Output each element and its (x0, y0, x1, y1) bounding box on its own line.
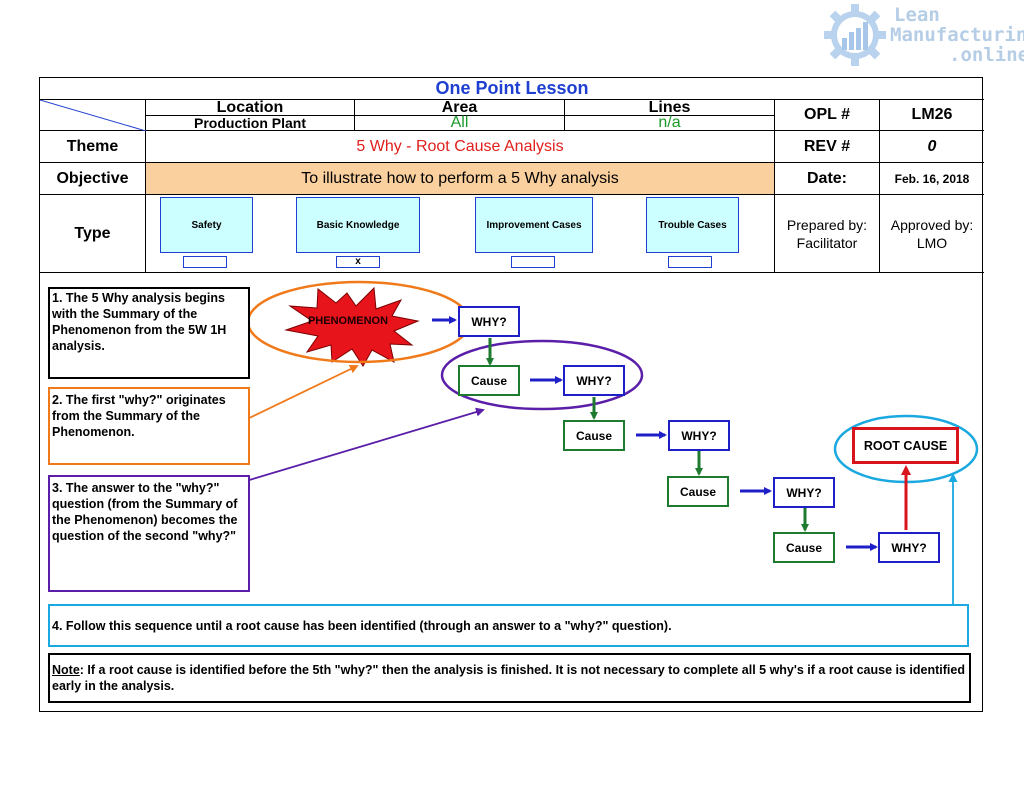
type-basic-knowledge-checkbox[interactable]: x (336, 256, 380, 268)
form-title: One Point Lesson (40, 78, 984, 100)
step1-note: 1. The 5 Why analysis begins with the Su… (48, 287, 250, 379)
approved-label: Approved by: (890, 217, 974, 233)
callout-step4-arrow (948, 473, 966, 608)
cause-box-3: Cause (667, 476, 729, 507)
watermark-text-2: Manufacturing (890, 24, 1024, 46)
objective-value: To illustrate how to perform a 5 Why ana… (146, 163, 775, 195)
prepared-cell: Prepared by: Facilitator (775, 195, 880, 273)
phenomenon-label: PHENOMENON (307, 315, 389, 327)
callout-step3-arrow (235, 407, 485, 485)
lines-value: n/a (565, 114, 775, 131)
ellipse-step2 (440, 339, 644, 411)
location-label: Location (146, 99, 355, 116)
type-basic-knowledge[interactable]: Basic Knowledge (296, 197, 420, 253)
note-label: Note (52, 663, 80, 677)
lines-label: Lines (565, 99, 775, 116)
root-cause-box: ROOT CAUSE (852, 427, 959, 464)
cause-box-4: Cause (773, 532, 835, 563)
phenomenon-burst (284, 286, 420, 367)
watermark-text-3: .online (949, 44, 1024, 66)
objective-label: Objective (40, 163, 146, 195)
rev-value: 0 (880, 131, 984, 163)
type-improvement-cases-checkbox[interactable] (511, 256, 555, 268)
approved-value: LMO (916, 235, 948, 251)
theme-value: 5 Why - Root Cause Analysis (146, 131, 775, 163)
rev-label: REV # (775, 131, 880, 163)
type-safety-checkbox[interactable] (183, 256, 227, 268)
why-box-3: WHY? (668, 420, 730, 451)
why-box-1: WHY? (458, 306, 520, 337)
step2-note: 2. The first "why?" originates from the … (48, 387, 250, 465)
watermark-text-1: Lean (894, 4, 940, 26)
cause-box-2: Cause (563, 420, 625, 451)
approved-cell: Approved by: LMO (880, 195, 984, 273)
prepared-label: Prepared by: (786, 217, 868, 233)
final-note: Note: If a root cause is identified befo… (48, 653, 971, 703)
area-value: All (355, 114, 565, 131)
step4-note: 4. Follow this sequence until a root cau… (48, 604, 969, 647)
why-box-5: WHY? (878, 532, 940, 563)
date-value: Feb. 16, 2018 (880, 163, 984, 195)
why-box-2: WHY? (563, 365, 625, 396)
type-trouble-cases-checkbox[interactable] (668, 256, 712, 268)
type-safety[interactable]: Safety (160, 197, 253, 253)
opl-label: OPL # (775, 100, 880, 131)
type-area: Safety Basic Knowledge x Improvement Cas… (146, 195, 775, 273)
location-value: Production Plant (146, 115, 355, 131)
type-label: Type (40, 195, 146, 273)
type-trouble-cases[interactable]: Trouble Cases (646, 197, 739, 253)
prepared-value: Facilitator (796, 235, 858, 251)
gear-icon (824, 4, 886, 66)
area-label: Area (355, 99, 565, 116)
type-improvement-cases[interactable]: Improvement Cases (475, 197, 593, 253)
step3-note: 3. The answer to the "why?" question (fr… (48, 475, 250, 592)
watermark-logo: Lean Manufacturing .online (822, 2, 1024, 68)
opl-value: LM26 (880, 100, 984, 131)
theme-label: Theme (40, 131, 146, 163)
corner-cell (40, 100, 146, 131)
date-label: Date: (775, 163, 880, 195)
note-text: : If a root cause is identified before t… (52, 663, 965, 693)
cause-box-1: Cause (458, 365, 520, 396)
why-box-4: WHY? (773, 477, 835, 508)
opl-form: One Point Lesson Location Production Pla… (39, 77, 984, 712)
